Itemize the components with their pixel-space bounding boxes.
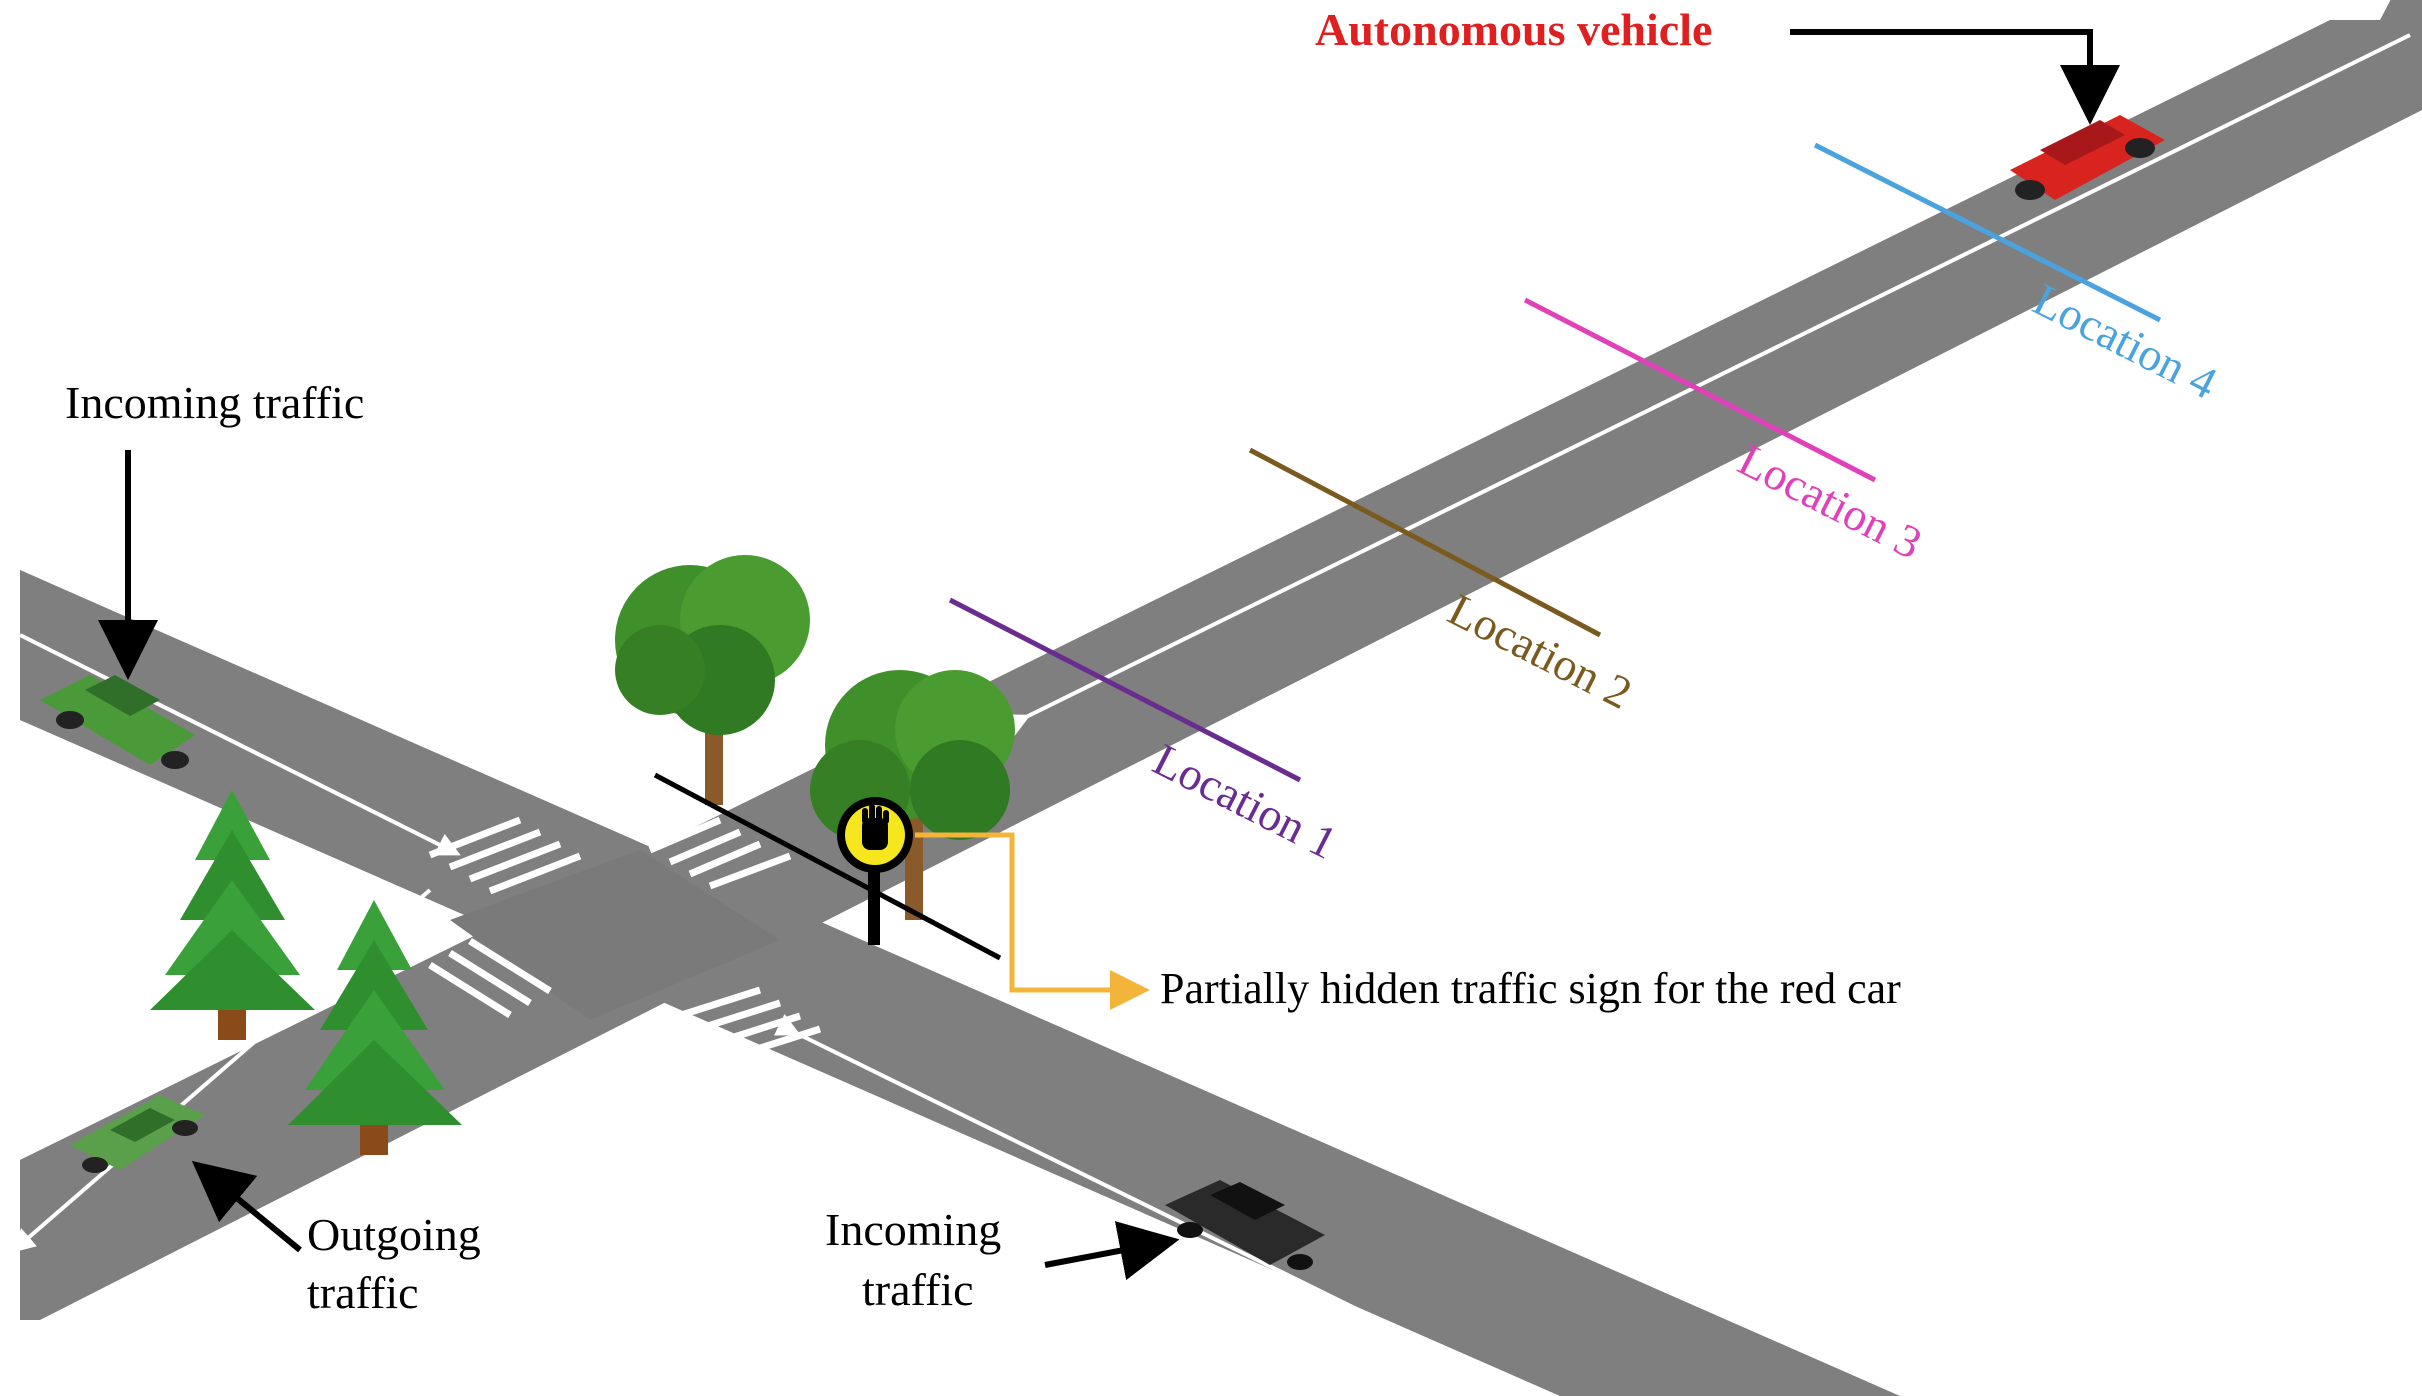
- location-4-line: [1813, 142, 2162, 323]
- outgoing-traffic-arrow: [191, 1160, 302, 1253]
- location-4-label: Location 4: [2025, 273, 2225, 408]
- black-car: [1165, 1180, 1325, 1270]
- tree-back: [615, 555, 810, 805]
- incoming-traffic-bottom-label-line2: traffic: [862, 1264, 974, 1315]
- pine-trees: [150, 790, 462, 1155]
- deciduous-trees: [615, 555, 1015, 920]
- green-car-top-left: [40, 675, 195, 769]
- location-3-label: Location 3: [1730, 433, 1930, 568]
- cross-road-body: [20, 570, 1900, 1396]
- traffic-sign: [653, 772, 1002, 961]
- outgoing-traffic-label-line2: traffic: [307, 1267, 419, 1318]
- outgoing-traffic-label-line1: Outgoing: [307, 1209, 481, 1260]
- pine-tree-1: [150, 790, 315, 1040]
- incoming-traffic-bottom-label-line1: Incoming: [825, 1204, 1001, 1255]
- location-3-line: [1523, 297, 1877, 483]
- red-autonomous-car: [2010, 115, 2165, 200]
- green-car-bottom-left: [70, 1095, 205, 1173]
- sign-callout-arrow: [915, 832, 1150, 1010]
- stop-hand-icon: [862, 804, 889, 850]
- cars: [40, 115, 2165, 1270]
- incoming-traffic-left-label: Incoming traffic: [65, 377, 364, 428]
- hidden-sign-label: Partially hidden traffic sign for the re…: [1160, 964, 1901, 1013]
- crosswalks: [428, 816, 822, 1068]
- autonomous-vehicle-label: Autonomous vehicle: [1315, 4, 1712, 55]
- autonomous-vehicle-arrow: [1790, 29, 2120, 125]
- incoming-traffic-bottom-arrow: [1044, 1221, 1180, 1281]
- location-1-line: [948, 597, 1302, 783]
- location-2-line: [1248, 447, 1602, 638]
- pine-tree-2: [288, 900, 462, 1155]
